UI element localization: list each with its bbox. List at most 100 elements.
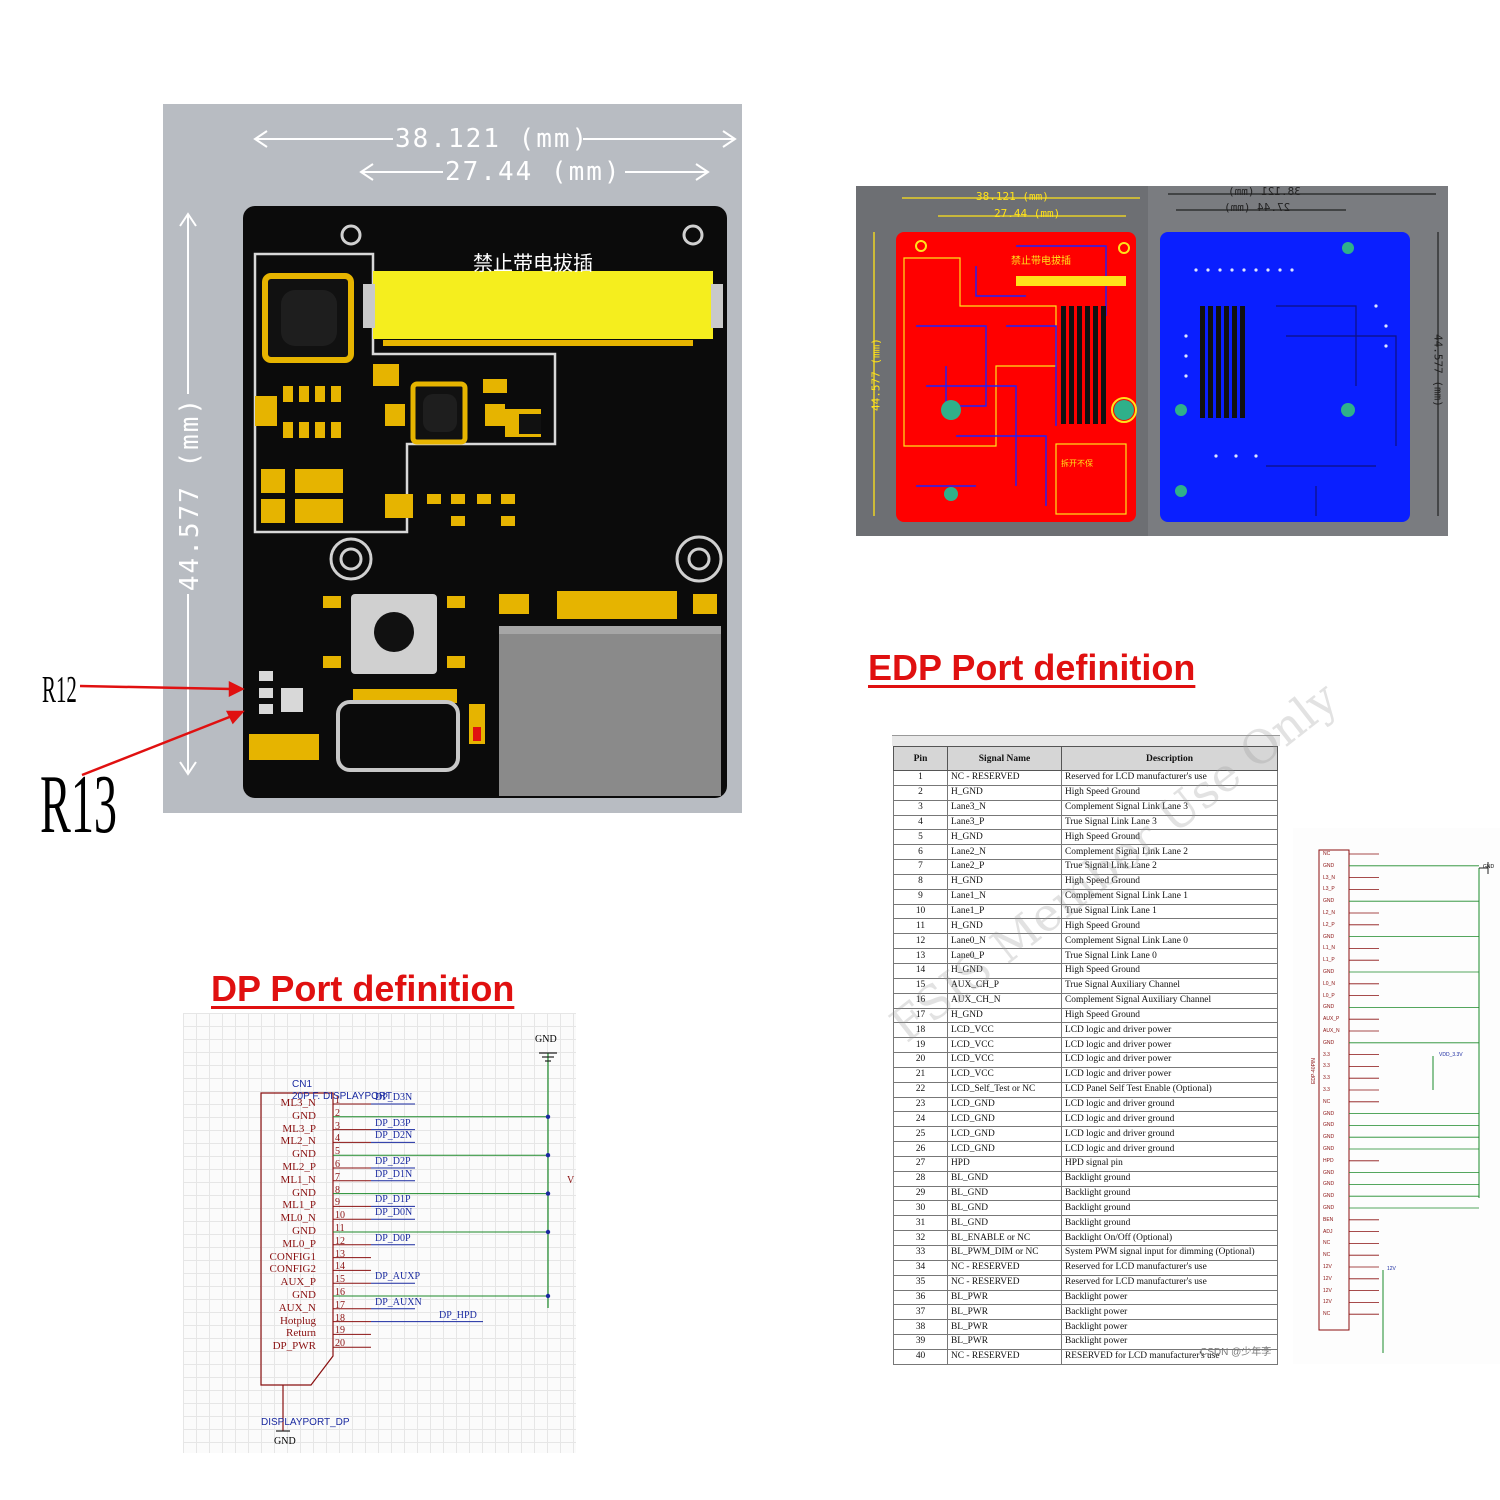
pin-number-cell: 39 <box>893 1334 948 1350</box>
dp-pin-name: GND <box>292 1109 316 1122</box>
signal-name-cell: NC - RESERVED <box>947 1274 1062 1291</box>
layout-top-dim-inner: 27.44 (mm) <box>994 207 1061 220</box>
edp-table-caption-strip <box>892 735 1280 746</box>
pin-number-cell: 11 <box>893 918 948 935</box>
pin-number-cell: 21 <box>893 1066 948 1083</box>
signal-name-cell: LCD_GND <box>947 1141 1062 1157</box>
pin-number-cell: 9 <box>893 888 948 905</box>
description-cell: Backlight ground <box>1061 1170 1278 1187</box>
description-cell: Backlight ground <box>1061 1215 1278 1232</box>
dp-junction-dot <box>545 1229 551 1235</box>
dp-pin-number: 19 <box>335 1325 345 1337</box>
dp-pin-number: 4 <box>335 1133 340 1145</box>
pin-number-cell: 40 <box>893 1348 948 1365</box>
edp-sch-pin-label: GND <box>1323 1122 1335 1129</box>
callout-r13: R13 <box>40 758 118 851</box>
pcb-layout-view: 38.121 (mm) 27.44 (mm) 44.577 (mm) 禁止带电拔… <box>856 185 1448 536</box>
edp-sch-pin-label: L0_N <box>1323 980 1335 987</box>
description-cell: High Speed Ground <box>1061 918 1278 935</box>
signal-name-cell: LCD_GND <box>947 1126 1062 1143</box>
dp-schematic: CN1 20P F. DISPLAYPORT GND DISPLAYPORT_D… <box>183 1013 576 1453</box>
edp-sch-pin-label: 12V <box>1323 1264 1332 1270</box>
dp-pin-name: ML1_N <box>280 1173 316 1186</box>
description-cell: LCD logic and driver ground <box>1061 1141 1278 1157</box>
dp-pin-number: 3 <box>335 1120 340 1132</box>
description-cell: Complement Signal Auxiliary Channel <box>1061 992 1278 1009</box>
description-cell: True Signal Link Lane 0 <box>1061 948 1278 964</box>
edp-sch-pin-label: 3.3 <box>1323 1063 1330 1070</box>
dp-net-label: DP_D0N <box>375 1207 413 1219</box>
dp-pin-number: 7 <box>335 1171 340 1183</box>
edp-sch-pin-label: GND <box>1323 1004 1335 1011</box>
pin-number-cell: 23 <box>893 1096 948 1113</box>
dp-pin-name: ML2_P <box>282 1161 316 1173</box>
dp-pin-number: 20 <box>335 1338 345 1350</box>
pcb-3d-drawing <box>179 130 737 798</box>
description-cell: True Signal Auxiliary Channel <box>1061 977 1278 994</box>
edp-sch-pin-label: 12V <box>1323 1299 1332 1306</box>
edp-credit: CSDN @少年李 <box>1200 1347 1272 1358</box>
dp-net-label: DP_D3P <box>375 1117 411 1129</box>
pin-number-cell: 28 <box>893 1170 948 1187</box>
dp-net-label: DP_AUXP <box>375 1271 421 1283</box>
edp-sch-pin-label: HPD <box>1323 1157 1334 1164</box>
dp-pin-name: AUX_P <box>280 1276 316 1289</box>
layout-bottom-dim-inner: 27.44 (mm) <box>1224 201 1291 214</box>
col-header-description: Description <box>1061 746 1278 771</box>
signal-name-cell: LCD_VCC <box>947 1052 1062 1068</box>
description-cell: High Speed Ground <box>1061 784 1278 801</box>
signal-name-cell: BL_PWR <box>947 1334 1062 1350</box>
pin-number-cell: 8 <box>893 873 948 890</box>
description-cell: Complement Signal Link Lane 1 <box>1061 888 1278 905</box>
pin-number-cell: 3 <box>893 799 948 816</box>
edp-sch-pin-label: ADJ <box>1323 1228 1333 1235</box>
dp-pin-number: 2 <box>335 1107 340 1119</box>
edp-sch-12v-label: 12V <box>1387 1266 1396 1272</box>
pin-number-cell: 2 <box>893 784 948 801</box>
signal-name-cell: BL_PWR <box>947 1304 1062 1321</box>
pin-number-cell: 31 <box>893 1215 948 1232</box>
pin-number-cell: 10 <box>893 903 948 920</box>
description-cell: LCD logic and driver power <box>1061 1022 1278 1039</box>
edp-sch-pin-label: NC <box>1323 1098 1331 1105</box>
edp-sch-pin-label: 3.3 <box>1323 1051 1330 1058</box>
edp-sch-pin-label: L3_P <box>1323 886 1335 893</box>
dp-pin-number: 18 <box>335 1312 345 1324</box>
signal-name-cell: BL_ENABLE or NC <box>947 1230 1062 1246</box>
description-cell: RESERVED for LCD manufacturer's use <box>1061 1348 1278 1365</box>
dp-pin-name: GND <box>292 1225 316 1237</box>
edp-sch-pin-label: 3.3 <box>1323 1087 1330 1093</box>
description-cell: LCD logic and driver power <box>1061 1037 1278 1054</box>
description-cell: Backlight power <box>1061 1304 1278 1321</box>
dp-bottom-label: DISPLAYPORT_DP <box>261 1417 350 1428</box>
edp-sch-pin-label: NC <box>1323 851 1331 857</box>
dp-pin-number: 1 <box>335 1095 340 1106</box>
pin-number-cell: 38 <box>893 1319 948 1336</box>
edp-sch-pin-label: NC <box>1323 1252 1331 1259</box>
description-cell: LCD logic and driver power <box>1061 1052 1278 1068</box>
edp-sch-pin-label: AUX_P <box>1323 1016 1340 1023</box>
edp-sch-pin-label: L0_P <box>1323 992 1335 999</box>
description-cell: Complement Signal Link Lane 2 <box>1061 844 1278 861</box>
edp-table-header: Pin Signal Name Description <box>893 746 1278 771</box>
signal-name-cell: NC - RESERVED <box>947 770 1062 786</box>
signal-name-cell: BL_GND <box>947 1215 1062 1232</box>
pin-number-cell: 26 <box>893 1141 948 1157</box>
dp-pin-name: GND <box>292 1148 316 1161</box>
signal-name-cell: H_GND <box>947 918 1062 935</box>
dp-pin-number: 9 <box>335 1197 340 1209</box>
